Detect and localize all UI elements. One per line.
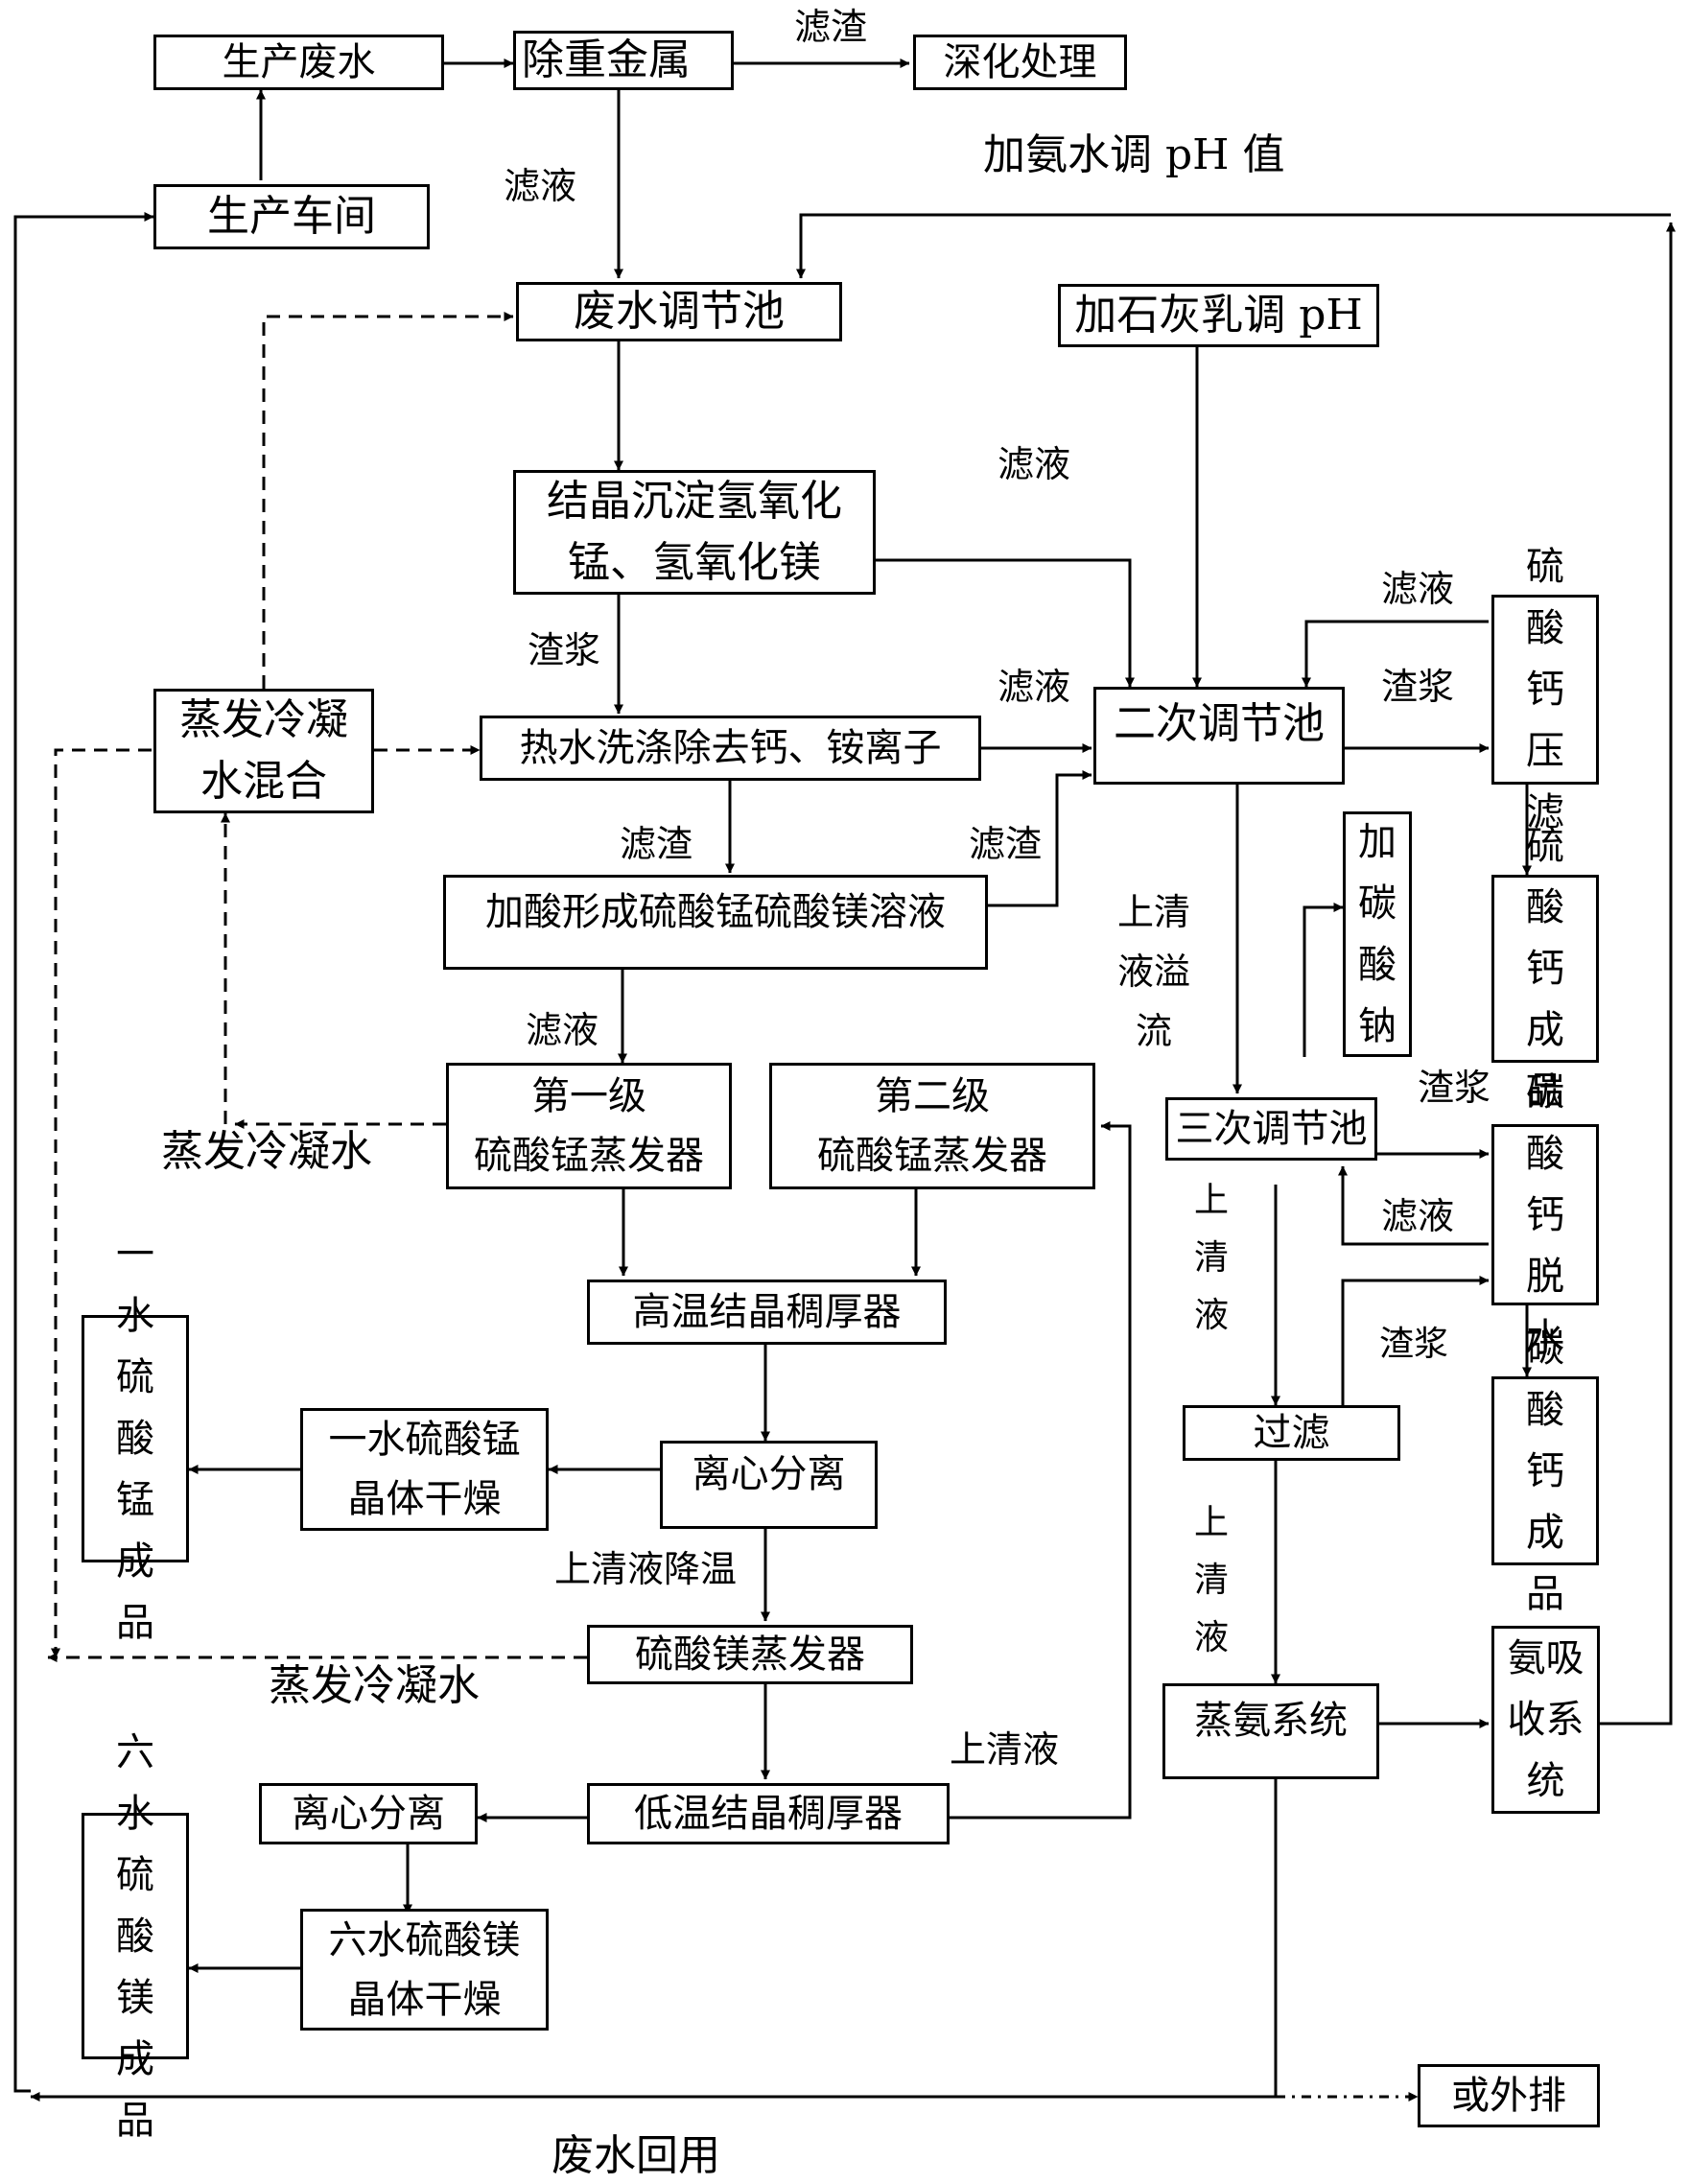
arrow-ammonia-ph-to-regulating-pool <box>796 213 1671 279</box>
box-ammonia-absorption-system: 氨吸收系统 <box>1491 1626 1600 1814</box>
arrow-acid-residue-to-second-pool <box>988 770 1092 907</box>
box-centrifuge-2: 离心分离 <box>259 1783 478 1844</box>
arrow-reuse-to-workshop <box>13 212 154 2093</box>
label-supernatant-h: 上清液 <box>950 1728 1060 1771</box>
arrow-dewater-filtrate-back <box>1338 1165 1489 1246</box>
label-supernatant-cooling: 上清液降温 <box>554 1548 738 1590</box>
box-centrifuge-1: 离心分离 <box>660 1441 878 1529</box>
box-calcium-carbonate-dewatering: 碳酸钙脱水 <box>1491 1070 1599 1360</box>
label-filtrate-3: 滤液 <box>1381 568 1455 610</box>
box-add-sodium-carbonate: 加碳酸钠 <box>1343 811 1412 1057</box>
box-second-regulating-pool: 二次调节池 <box>1093 687 1345 785</box>
box-wastewater-regulating-pool: 废水调节池 <box>516 282 842 341</box>
label-filter-residue-top: 滤渣 <box>794 6 868 48</box>
box-calcium-sulfate-press: 硫酸钙压滤 <box>1491 545 1599 834</box>
arrow-calcium-sulfate-filtrate-back <box>1302 620 1489 688</box>
label-filtrate-2: 滤液 <box>998 443 1071 485</box>
box-manganese-crystal-drying: 一水硫酸锰晶体干燥 <box>300 1408 549 1531</box>
label-evaporation-condensate-1: 蒸发冷凝水 <box>161 1127 372 1176</box>
dashed-arrow-condensate-to-regulating-pool <box>262 312 514 689</box>
box-high-temp-thickener: 高温结晶稠厚器 <box>587 1280 947 1345</box>
box-or-discharge: 或外排 <box>1418 2064 1600 2127</box>
label-slurry-2: 渣浆 <box>1381 666 1455 708</box>
arrow-absorption-to-ammonia-ph <box>1600 222 1676 1726</box>
label-evaporation-condensate-2: 蒸发冷凝水 <box>269 1661 480 1710</box>
label-filtrate-6: 滤液 <box>1381 1195 1455 1237</box>
box-hot-water-washing: 热水洗涤除去钙、铵离子 <box>480 716 981 781</box>
dashed-arrow-condensate-return <box>51 748 152 1658</box>
box-deep-treatment: 深化处理 <box>913 35 1127 90</box>
arrow-filter-slurry-to-dewater <box>1341 1276 1490 1405</box>
box-manganese-sulfate-monohydrate-product: 一水硫酸锰成品 <box>82 1233 189 1645</box>
box-calcium-sulfate-product: 硫酸钙成品 <box>1491 824 1599 1114</box>
box-third-regulating-pool: 三次调节池 <box>1165 1097 1377 1161</box>
box-condensate-mixing: 蒸发冷凝水混合 <box>153 689 374 813</box>
box-first-stage-evaporator: 第一级 硫酸锰蒸发器 <box>446 1063 732 1189</box>
box-ammonia-stripping-system: 蒸氨系统 <box>1162 1683 1379 1779</box>
box-heavy-metal-removal: 除重金属 <box>513 31 734 90</box>
box-filtration: 过滤 <box>1183 1405 1400 1461</box>
label-supernatant-overflow: 上清液溢流 <box>1116 891 1190 1052</box>
label-filtrate-1: 滤液 <box>504 165 577 207</box>
label-supernatant-v2: 上清液 <box>1193 1503 1229 1657</box>
label-wastewater-reuse: 废水回用 <box>552 2131 720 2180</box>
label-slurry-4: 渣浆 <box>1379 1325 1449 1364</box>
box-production-wastewater: 生产废水 <box>153 35 444 90</box>
arrow-sodium-carbonate-feed <box>1303 903 1344 1057</box>
box-low-temp-thickener: 低温结晶稠厚器 <box>587 1783 950 1844</box>
label-supernatant-v1: 上清液 <box>1193 1181 1229 1335</box>
label-filter-residue-3: 滤渣 <box>969 823 1043 865</box>
label-slurry-1: 渣浆 <box>528 629 601 671</box>
box-magnesium-sulfate-hexahydrate-product: 六水硫酸镁成品 <box>82 1730 189 2143</box>
label-filtrate-5: 滤液 <box>526 1009 599 1051</box>
box-second-stage-evaporator: 第二级 硫酸锰蒸发器 <box>769 1063 1095 1189</box>
box-production-workshop: 生产车间 <box>153 184 430 249</box>
label-filtrate-4: 滤液 <box>998 666 1071 708</box>
box-acid-sulfate-solution: 加酸形成硫酸锰硫酸镁溶液 <box>443 875 988 970</box>
label-slurry-3: 渣浆 <box>1418 1067 1491 1109</box>
label-add-ammonia-ph: 加氨水调 pH 值 <box>983 130 1285 179</box>
box-crystallization-precipitation: 结晶沉淀氢氧化锰、氢氧化镁 <box>513 470 876 595</box>
box-calcium-carbonate-product: 碳酸钙成品 <box>1491 1327 1599 1616</box>
box-magnesium-crystal-drying: 六水硫酸镁晶体干燥 <box>300 1909 549 2031</box>
arrow-crystallization-filtrate-to-second-pool <box>876 558 1135 688</box>
arrow-low-temp-supernatant-to-second-evaporator <box>950 1121 1132 1820</box>
label-filter-residue-2: 滤渣 <box>620 823 693 865</box>
box-magnesium-sulfate-evaporator: 硫酸镁蒸发器 <box>587 1625 913 1684</box>
box-add-lime-milk: 加石灰乳调 pH <box>1058 284 1379 347</box>
